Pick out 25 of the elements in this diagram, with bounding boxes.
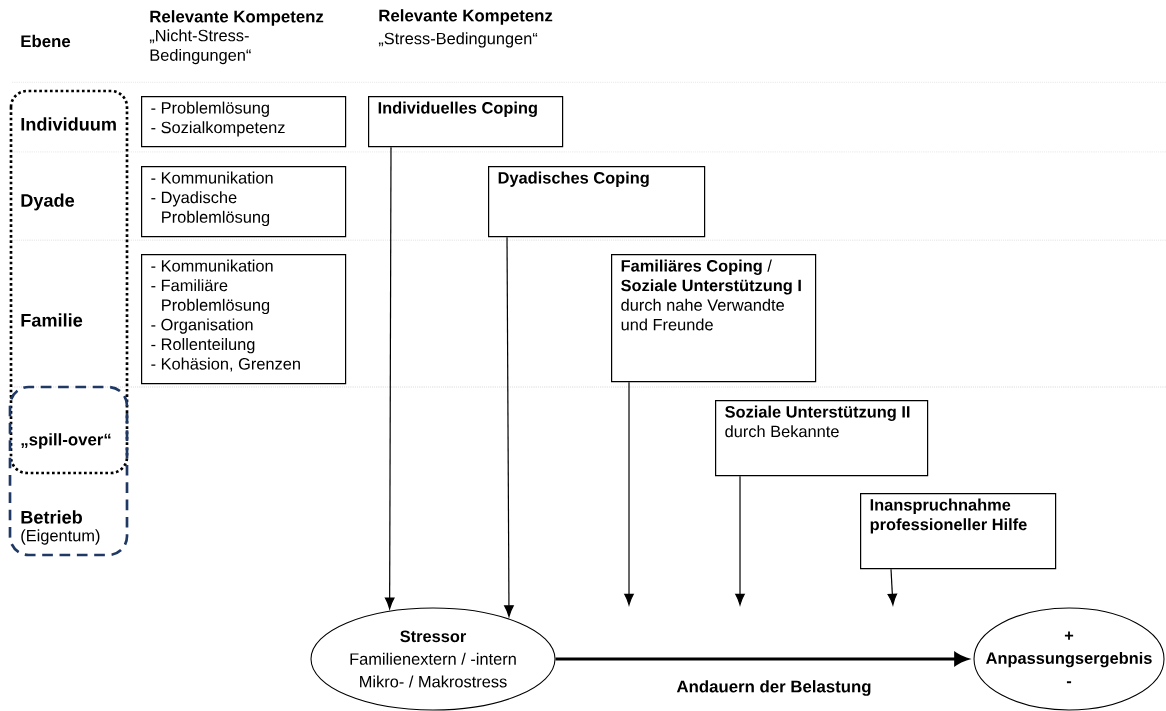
column-heading: Ebene [21, 34, 71, 48]
column-heading: Relevante Kompetenz [150, 10, 324, 26]
edge-label: Andauern der Belastung [675, 678, 873, 698]
text-box: Soziale Unterstützung II durch Bekannte [715, 400, 929, 477]
text-box: - Kommunikation - Familiäre Problemlösung - Organisation - Rollenteilung - Kohäsion, Grenzen [141, 254, 347, 385]
level-note: (Eigentum) [21, 529, 100, 545]
level-label: Familie [21, 313, 83, 327]
level-label: „spill-over“ [21, 433, 111, 449]
level-label: Betrieb [21, 510, 82, 524]
arrow [384, 146, 395, 610]
column-subheading: „Nicht-Stress-Bedingungen“ [149, 29, 251, 65]
arrow [735, 475, 745, 606]
text-box: - Problemlösung - Sozialkompetenz [141, 96, 347, 148]
text-box: - Kommunikation - Dyadische Problemlösung [141, 166, 347, 238]
text-box: Inanspruchnahme professioneller Hilfe [860, 493, 1057, 570]
arrow [504, 236, 514, 617]
level-label: Dyade [21, 193, 75, 211]
column-subheading: „Stress-Bedingungen“ [378, 32, 538, 48]
text-box: Individuelles Coping [368, 96, 564, 148]
level-label: Individuum [21, 117, 116, 131]
text-box: Familiäres Coping / Soziale Unterstützung I durch nahe Verwandte und Freunde [611, 254, 817, 383]
arrow [624, 381, 634, 606]
text-box: Dyadisches Coping [488, 166, 706, 238]
arrow [887, 568, 898, 606]
column-heading: Relevante Kompetenz [379, 9, 553, 25]
